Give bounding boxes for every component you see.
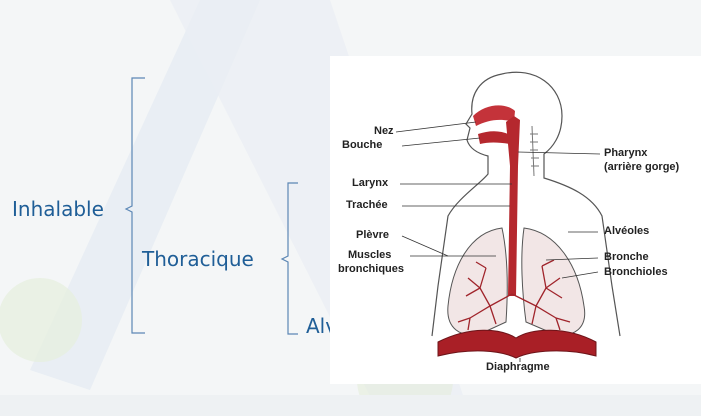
label-arriere-gorge: (arrière gorge) (604, 162, 679, 173)
label-plevre: Plèvre (356, 230, 389, 241)
label-alveoles: Alvéoles (604, 226, 649, 237)
label-muscles: Muscles (348, 250, 391, 261)
label-trachee: Trachée (346, 200, 388, 211)
bracket-inhalable (126, 78, 145, 333)
label-diaphragme: Diaphragme (486, 362, 550, 373)
label-inhalable: Inhalable (12, 199, 104, 219)
bracket-thoracique (282, 183, 298, 334)
respiratory-system-figure: Nez Bouche Larynx Trachée Plèvre Muscles… (330, 56, 701, 384)
label-bronchioles: Bronchioles (604, 267, 668, 278)
label-bronchiques: bronchiques (338, 264, 404, 275)
label-thoracique: Thoracique (142, 249, 254, 269)
label-nez: Nez (374, 126, 394, 137)
respiratory-illustration (330, 56, 701, 384)
label-pharynx: Pharynx (604, 148, 647, 159)
label-bronche: Bronche (604, 252, 649, 263)
label-bouche: Bouche (342, 140, 382, 151)
label-larynx: Larynx (352, 178, 388, 189)
